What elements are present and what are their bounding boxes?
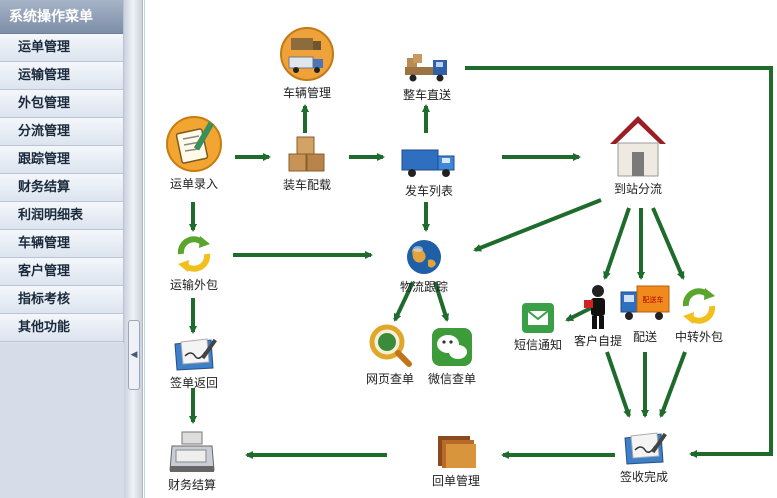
node-loading[interactable]: 装车配载: [277, 134, 337, 193]
customer-pickup-label: 客户自提: [573, 334, 622, 348]
menu-item-finance[interactable]: 财务结算: [0, 174, 123, 202]
recycle-arrows-icon: [682, 288, 716, 324]
house-icon: [610, 116, 666, 177]
menu-item-tracking[interactable]: 跟踪管理: [0, 146, 123, 174]
menu-item-customer[interactable]: 客户管理: [0, 258, 123, 286]
node-station-split[interactable]: 到站分流: [605, 112, 671, 197]
truck-circle-icon: [280, 27, 334, 81]
menu-item-other[interactable]: 其他功能: [0, 314, 123, 342]
delivery-truck-text: 配送车: [643, 295, 664, 304]
magnifier-icon: [369, 324, 412, 367]
delivery-truck-icon: 配送车: [620, 285, 670, 320]
notepad-pencil-icon: [166, 116, 222, 172]
departure-list-label: 发车列表: [404, 184, 453, 198]
signed-folder-icon: [174, 338, 217, 371]
menu-item-transport[interactable]: 运输管理: [0, 62, 123, 90]
folders-icon: [438, 436, 476, 468]
node-web-query[interactable]: 网页查单: [357, 322, 423, 387]
web-query-label: 网页查单: [365, 372, 414, 386]
flow-diagram-panel: 运单录入 车辆管理 整车直送 装车配载: [144, 0, 777, 498]
loaded-truck-icon: [405, 54, 447, 82]
logistics-tracking-label: 物流跟踪: [399, 280, 448, 294]
transport-outsourcing-label: 运输外包: [169, 278, 218, 292]
signed-folder-icon: [624, 432, 667, 465]
loading-label: 装车配载: [282, 178, 331, 192]
node-vehicle-management[interactable]: 车辆管理: [277, 26, 337, 101]
node-transfer-outsourcing[interactable]: 中转外包: [669, 286, 729, 345]
collapse-sidebar-button[interactable]: ◀: [128, 320, 140, 390]
node-customer-pickup[interactable]: 客户自提: [569, 284, 627, 349]
recycle-arrows-icon: [177, 236, 211, 272]
menu-item-waybill[interactable]: 运单管理: [0, 34, 123, 62]
menu-item-profit-detail[interactable]: 利润明细表: [0, 202, 123, 230]
delivery-label: 配送: [632, 330, 657, 344]
node-sign-complete[interactable]: 签收完成: [611, 430, 677, 485]
flow-arrows: [189, 66, 773, 459]
envelope-icon: [522, 303, 554, 333]
node-receipt-management[interactable]: 回单管理: [423, 430, 489, 489]
node-logistics-tracking[interactable]: 物流跟踪: [391, 238, 457, 295]
sign-complete-label: 签收完成: [619, 470, 668, 484]
person-package-icon: [584, 285, 605, 329]
station-split-label: 到站分流: [613, 182, 662, 196]
menu-item-outsourcing[interactable]: 外包管理: [0, 90, 123, 118]
finance-settlement-label: 财务结算: [167, 478, 216, 492]
blue-truck-icon: [401, 149, 455, 177]
sidebar-title: 系统操作菜单: [0, 0, 123, 34]
node-direct-delivery[interactable]: 整车直送: [399, 50, 455, 103]
node-finance-settlement[interactable]: 财务结算: [159, 430, 225, 493]
transfer-outsourcing-label: 中转外包: [674, 330, 723, 344]
direct-delivery-label: 整车直送: [402, 88, 451, 102]
sms-notification-label: 短信通知: [513, 338, 562, 352]
wechat-icon: [432, 328, 472, 366]
wechat-query-label: 微信查单: [427, 372, 476, 386]
sidebar: 系统操作菜单 运单管理 运输管理 外包管理 分流管理 跟踪管理 财务结算 利润明…: [0, 0, 124, 498]
vehicle-management-label: 车辆管理: [282, 86, 331, 100]
globe-icon: [407, 240, 441, 274]
boxes-icon: [288, 136, 325, 172]
sidebar-empty-area: [0, 343, 124, 498]
node-delivery[interactable]: 配送车 配送: [617, 284, 673, 345]
waybill-entry-label: 运单录入: [169, 177, 218, 191]
node-sms-notification[interactable]: 短信通知: [507, 302, 569, 353]
node-waybill-entry[interactable]: 运单录入: [161, 115, 227, 192]
node-receipt-return[interactable]: 签单返回: [161, 336, 227, 391]
sidebar-splitter[interactable]: [124, 0, 143, 498]
receipt-management-label: 回单管理: [431, 474, 480, 488]
cash-register-icon: [169, 431, 215, 472]
receipt-return-label: 签单返回: [169, 376, 218, 390]
node-transport-outsourcing[interactable]: 运输外包: [161, 234, 227, 293]
menu-item-kpi[interactable]: 指标考核: [0, 286, 123, 314]
node-departure-list[interactable]: 发车列表: [399, 146, 459, 199]
menu-item-vehicle[interactable]: 车辆管理: [0, 230, 123, 258]
menu-item-distribution[interactable]: 分流管理: [0, 118, 123, 146]
chevron-left-icon: ◀: [130, 350, 138, 360]
node-wechat-query[interactable]: 微信查单: [421, 326, 483, 387]
